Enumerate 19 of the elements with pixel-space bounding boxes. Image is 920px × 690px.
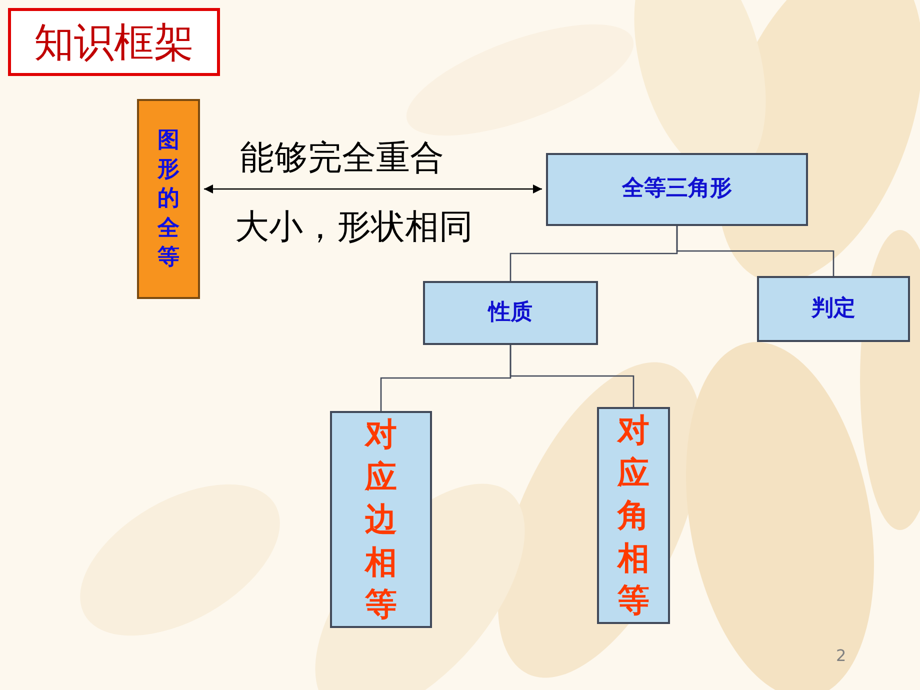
node-text: 性质 xyxy=(488,300,532,326)
process-box xyxy=(757,276,910,342)
vertical-box xyxy=(597,407,670,624)
node-text: 全等三角形 xyxy=(622,176,732,203)
process-box xyxy=(546,153,808,226)
arrow xyxy=(204,184,542,194)
node-text: 对应角相等 xyxy=(616,410,650,622)
page-number: 2 xyxy=(836,646,846,665)
process-box xyxy=(423,281,598,345)
vertical-box xyxy=(137,99,200,299)
edge-label: 能够完全重合 xyxy=(240,137,444,180)
node-text: 图形的全等 xyxy=(156,126,180,272)
note-text: 大小，形状相同 xyxy=(235,206,473,249)
node-text: 判定 xyxy=(812,296,856,322)
title: 知识框架 xyxy=(8,8,220,76)
connector-line xyxy=(676,226,834,276)
vertical-box xyxy=(330,411,432,628)
connector-line xyxy=(510,345,634,407)
node-text: 对应边相等 xyxy=(364,414,398,626)
